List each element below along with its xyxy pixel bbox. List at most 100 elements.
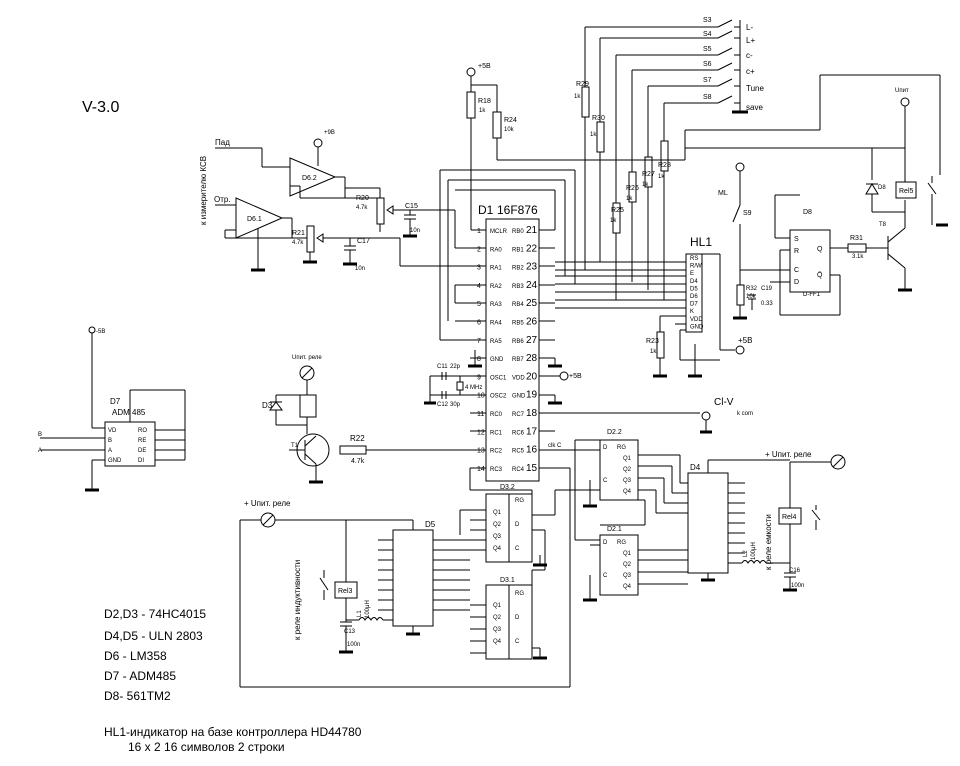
sr-pin-name: RG [617,540,626,546]
switch-s8-label: save [746,103,763,112]
relay-rel4 [778,454,846,592]
mcu-pin-name: OSC2 [490,394,507,400]
r24-value: 10k [504,127,515,133]
mcu-pin-number: 6 [477,320,481,327]
rs485-a-label: A [38,448,42,454]
d2-2-ref: D2.2 [607,429,622,436]
uplus-label: Uпит [895,88,909,94]
switch-s8-ref: S8 [703,94,712,101]
mcu-pin-name: RC4 [512,467,525,473]
mcu-pin-name: RA2 [490,284,502,290]
r30-value: 1k [590,132,597,138]
mcu-pin-number: 26 [526,317,538,328]
d7-minus5v-label: -5В [96,329,105,335]
display-pin-name: D4 [690,279,698,285]
mcu-pin-name: RB4 [512,302,524,308]
sr-pin-name: C [515,639,520,645]
display-pin-name: VDD [690,317,703,323]
footnote-line-1: HL1-индикатор на базе контроллера HD4478… [104,725,362,739]
mcu-pin-name: GND [512,394,526,400]
r18-ref: R18 [478,98,491,105]
legend-line-1: D2,D3 - 74HC4015 [104,607,206,621]
switch-bank [584,19,748,203]
latch-pin-name: R [794,248,799,255]
d8-ff-ref: D8 [803,209,812,216]
d7-ref: D7 [110,397,121,406]
display-pin-name: GND [690,324,704,330]
mcu-pin-name: RA3 [490,302,502,308]
sr-pin-name: Q1 [493,603,502,609]
l1-ref: L1 [357,610,363,617]
d2-1-ref: D2.1 [607,526,622,533]
mcu-pin-name: RC1 [490,430,503,436]
sr-pin-name: Q2 [493,615,502,621]
mcu-pin-number: 12 [477,429,485,436]
switch-s4-label: L+ [746,36,755,45]
rs485-d7 [40,326,186,492]
mcu-pin-number: 15 [526,463,538,474]
r25-ref: R25 [611,207,624,214]
d8-ff-part: D-FF1 [803,292,821,298]
d7-pin-name: DI [138,458,144,464]
mcu-pin-number: 2 [477,246,481,253]
mcu-pin-number: 19 [526,390,538,401]
sr-pin-name: RG [617,445,626,451]
mcu-pin-name: RB6 [512,339,524,345]
mcu-pin-number: 18 [526,408,538,419]
ml-label: ML [718,190,728,197]
mcu-pin-name: RB1 [512,247,524,253]
display-pin-name: D5 [690,286,698,292]
legend-line-3: D6 - LM358 [104,649,167,663]
c19-ref: C19 [761,286,773,292]
shift-register-d3 [239,468,600,688]
r20-value: 4.7k [356,205,368,211]
switch-s3-ref: S3 [703,17,712,24]
display-pin-name: K [690,309,694,315]
mcu-pin-name: RA4 [490,321,502,327]
clv-label: Cl-V [714,397,734,408]
cap-relays-label: к реле емкости [764,514,773,570]
mcu-pin-number: 27 [526,335,538,346]
plus5v-vdd-label: +5В [569,373,582,380]
r21-value: 4.7k [292,240,304,246]
display-ref: HL1 [690,235,712,249]
r26-value: 1k [626,196,633,202]
d6-1-ref: D6.1 [247,216,262,223]
rel4-label: Rel4 [782,514,797,521]
mcu-pin-name: RC2 [490,449,503,455]
display-pin-name: R/W [690,264,702,270]
mcu-pin-number: 24 [526,280,538,291]
d7-pin-name: VD [108,428,117,434]
r26-ref: R26 [626,185,639,192]
sr-pin-name: RG [515,591,524,597]
display-hl1 [555,253,735,378]
t1-ref: T1 [291,443,299,449]
plus5v-display-label: +5В [738,336,752,345]
mcu-pin-number: 28 [526,353,538,364]
c15-value: 10n [410,228,420,234]
sr-pin-name: C [515,546,520,552]
c11-value: 22p [450,364,461,370]
r32-ref: R32 [746,286,758,292]
mcu-pin-number: 9 [477,374,481,381]
d5-ref: D5 [425,520,436,529]
mcu-pin-name: RB7 [512,357,524,363]
mcu-pin-number: 4 [477,283,481,290]
switch-s6-label: c+ [746,67,755,76]
r32-value: 10k [746,294,757,300]
sr-pin-name: Q4 [493,546,502,552]
mcu-pin-number: 20 [526,371,538,382]
switch-s3-label: L- [746,23,753,32]
d6-2-ref: D6.2 [302,175,317,182]
upit-rele-left-label: + Uпит. реле [244,499,291,508]
sr-pin-name: RG [515,498,524,504]
sr-pin-name: D [515,522,520,528]
legend: D2,D3 - 74HC4015 D4,D5 - ULN 2803 D6 - L… [104,607,206,703]
r25-value: 1k [610,218,617,224]
d7-pin-name: RE [138,438,146,444]
mcu-pin-name: RC7 [512,412,525,418]
